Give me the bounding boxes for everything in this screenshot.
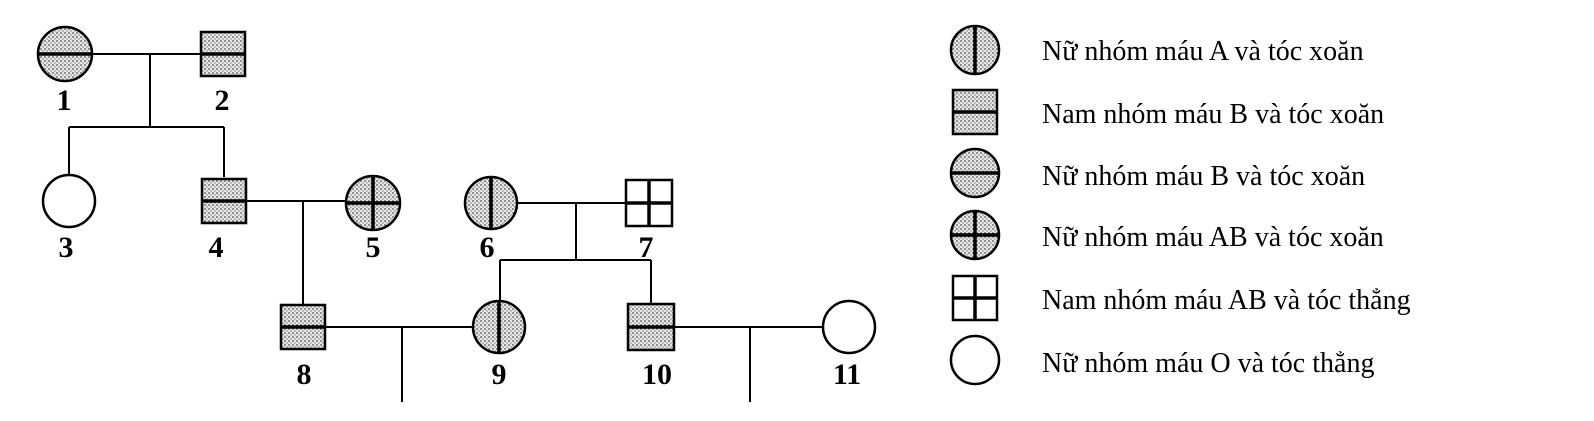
label-2: 2 xyxy=(215,84,230,117)
individual-4 xyxy=(200,177,248,225)
legend-symbol-female-B-curly xyxy=(949,147,1001,199)
individual-11 xyxy=(821,299,877,355)
legend-text-female-ab-curly: Nữ nhóm máu AB và tóc xoăn xyxy=(1042,222,1384,253)
legend-symbol-female-O-straight xyxy=(949,334,1001,386)
individual-2 xyxy=(199,30,247,78)
individual-8 xyxy=(279,303,327,351)
individual-7 xyxy=(624,178,674,228)
label-3: 3 xyxy=(59,231,74,264)
individual-1 xyxy=(36,25,94,83)
pedigree-lines xyxy=(68,53,823,402)
label-7: 7 xyxy=(639,231,654,264)
individual-3 xyxy=(41,173,97,229)
label-8: 8 xyxy=(297,358,312,391)
label-10: 10 xyxy=(642,358,672,391)
label-1: 1 xyxy=(57,84,72,117)
legend-symbols xyxy=(949,24,1001,386)
legend-text-male-ab-straight: Nam nhóm máu AB và tóc thẳng xyxy=(1042,285,1411,316)
individual-10 xyxy=(626,302,676,352)
label-9: 9 xyxy=(492,358,507,391)
individual-6 xyxy=(463,175,519,231)
individual-5 xyxy=(344,174,402,232)
legend: Nữ nhóm máu A và tóc xoăn Nam nhóm máu B… xyxy=(1042,36,1411,379)
legend-symbol-female-AB-curly xyxy=(949,209,1001,261)
legend-text-female-a-curly: Nữ nhóm máu A và tóc xoăn xyxy=(1042,36,1364,67)
label-5: 5 xyxy=(366,231,381,264)
legend-symbol-male-AB-straight xyxy=(951,274,999,322)
legend-symbol-male-B-curly xyxy=(951,88,999,136)
pedigree-labels: 1 2 3 4 5 6 7 8 9 10 11 xyxy=(57,84,862,391)
individual-9 xyxy=(471,299,527,355)
label-6: 6 xyxy=(480,231,495,264)
legend-text-female-b-curly: Nữ nhóm máu B và tóc xoăn xyxy=(1042,161,1365,192)
legend-text-male-b-curly: Nam nhóm máu B và tóc xoăn xyxy=(1042,99,1384,130)
legend-text-female-o-straight: Nữ nhóm máu O và tóc thẳng xyxy=(1042,348,1374,379)
pedigree-individuals xyxy=(36,25,877,355)
label-11: 11 xyxy=(833,358,861,391)
legend-symbol-female-A-curly xyxy=(949,24,1001,76)
label-4: 4 xyxy=(209,231,224,264)
